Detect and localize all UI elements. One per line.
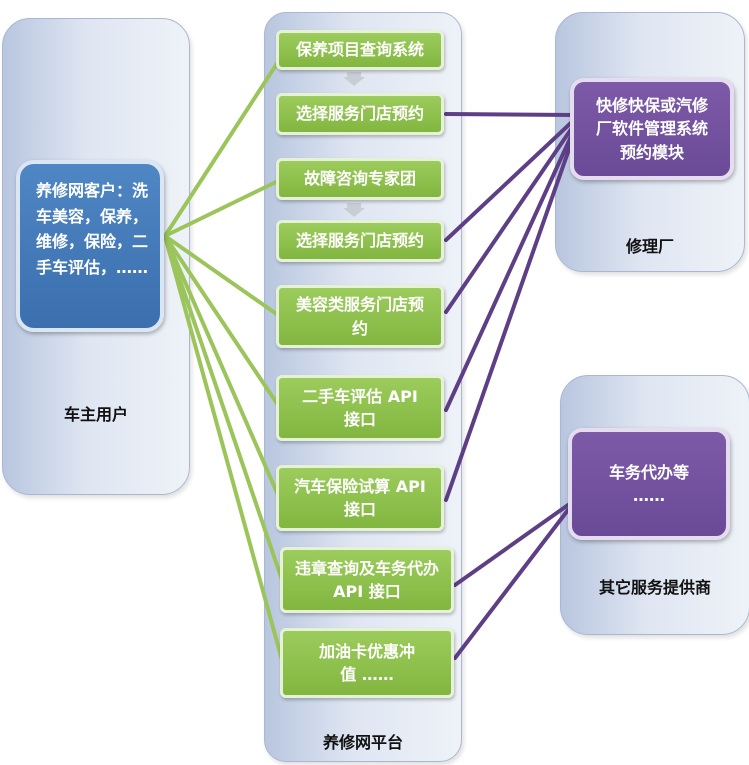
others-panel-label: 其它服务提供商 (598, 578, 711, 597)
platform-item-store-booking-2: 选择服务门店预约 (276, 220, 444, 262)
connector-violation-to-others (453, 503, 570, 587)
connector-insurance-to-garage (444, 133, 576, 502)
connector-customer-to-violation-api (163, 234, 284, 582)
connector-customer-to-beauty-booking (163, 234, 280, 317)
platform-item-store-booking-1: 选择服务门店预约 (276, 93, 444, 135)
connector-booking2-to-garage (444, 118, 576, 242)
flow-arrow-stem-1 (347, 72, 361, 77)
platform-item-insurance-api: 汽车保险试算 API 接口 (276, 465, 444, 531)
flow-arrow-stem-2 (347, 203, 361, 208)
platform-item-fuel-card: 加油卡优惠冲值 …… (280, 628, 454, 698)
connector-customer-to-maintenance-query (163, 60, 280, 238)
connector-customer-to-insurance-api (163, 234, 280, 497)
connector-used-car-to-garage (444, 128, 576, 412)
platform-panel-label: 养修网平台 (322, 733, 403, 752)
connector-fuel-card-to-others (453, 508, 570, 660)
customer-box: 养修网客户：洗车美容，保养，维修，保险，二手车评估，…… (16, 160, 164, 332)
connector-customer-to-fuel-card (163, 234, 284, 662)
connector-beauty-to-garage (444, 123, 576, 314)
platform-item-used-car-api: 二手车评估 API 接口 (276, 375, 444, 441)
connector-customer-to-used-car-api (163, 234, 280, 407)
garage-system-box: 快修快保或汽修厂软件管理系统预约模块 (570, 78, 734, 180)
platform-item-maintenance-query: 保养项目查询系统 (276, 30, 444, 70)
others-service-box: 车务代办等 …… (568, 428, 730, 540)
connector-booking1-to-garage (444, 112, 576, 117)
flow-arrow-1-icon (343, 77, 365, 86)
platform-item-violation-api: 违章查询及车务代办 API 接口 (280, 547, 454, 613)
connector-customer-to-fault-consulting (163, 179, 280, 238)
flow-arrow-2-icon (343, 208, 365, 217)
owner-panel-label: 车主用户 (63, 405, 128, 424)
customer-box-text: 养修网客户：洗车美容，保养，维修，保险，二手车评估，…… (36, 181, 149, 277)
platform-item-fault-consulting: 故障咨询专家团 (276, 158, 444, 200)
platform-item-beauty-booking: 美容类服务门店预约 (276, 285, 444, 348)
garage-panel-label: 修理厂 (625, 237, 674, 256)
